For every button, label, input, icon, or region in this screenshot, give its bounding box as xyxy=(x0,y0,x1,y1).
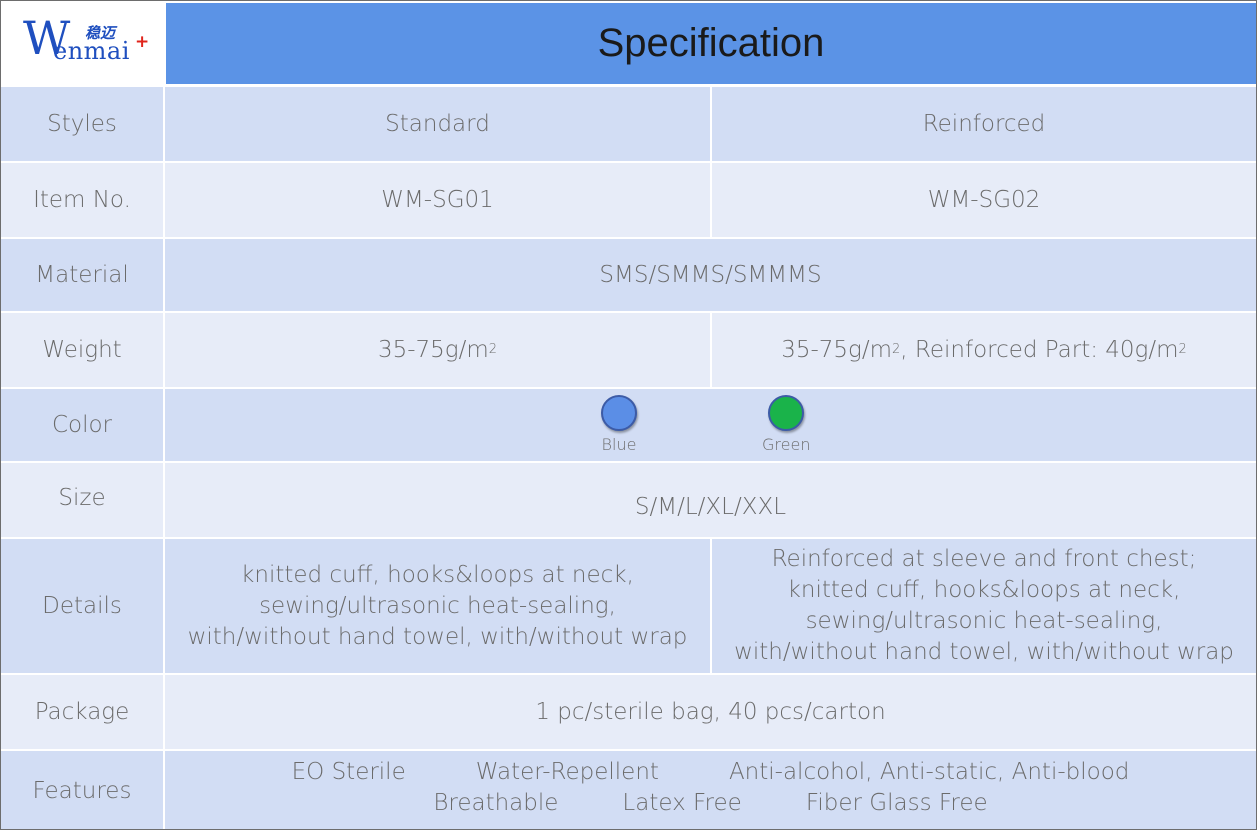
logo: W 稳迈 + enmai xyxy=(1,1,163,85)
size-value: S/M/L/XL/XXL xyxy=(165,463,1256,537)
swatch-blue: Blue xyxy=(601,395,637,453)
row-label: Details xyxy=(1,539,163,673)
row-color: Color Blue Green xyxy=(1,389,1256,461)
details-reinforced: Reinforced at sleeve and front chest; kn… xyxy=(712,539,1256,673)
feature-item: EO Sterile xyxy=(291,759,406,785)
features-value: EO Sterile Water-Repellent Anti-alcohol,… xyxy=(165,751,1256,829)
features-line-1: EO Sterile Water-Repellent Anti-alcohol,… xyxy=(165,757,1256,788)
row-label: Weight xyxy=(1,313,163,387)
weight-reinforced-text-a: 35-75g/m xyxy=(781,336,893,363)
styles-standard: Standard xyxy=(165,87,710,161)
swatch-label: Green xyxy=(762,435,811,454)
row-material: Material SMS/SMMS/SMMMS xyxy=(1,239,1256,311)
feature-item: Anti-alcohol, Anti-static, Anti-blood xyxy=(728,759,1130,785)
row-label: Material xyxy=(1,239,163,311)
details-line: with/without hand towel, with/without wr… xyxy=(734,639,1234,665)
material-value: SMS/SMMS/SMMMS xyxy=(165,239,1256,311)
row-styles: Styles Standard Reinforced xyxy=(1,87,1256,161)
logo-chinese-text: 稳迈 xyxy=(85,24,116,42)
package-value: 1 pc/sterile bag, 40 pcs/carton xyxy=(165,675,1256,749)
color-swatches: Blue Green xyxy=(165,389,1256,461)
blue-color-dot xyxy=(601,395,637,431)
details-line: sewing/ultrasonic heat-sealing, xyxy=(259,592,616,619)
row-size: Size S/M/L/XL/XXL xyxy=(1,463,1256,537)
row-label: Features xyxy=(1,751,163,829)
details-line: knitted cuff, hooks&loops at neck, xyxy=(241,561,634,588)
weight-standard-text: 35-75g/m xyxy=(377,336,489,363)
green-color-dot xyxy=(768,395,805,431)
details-line: Reinforced at sleeve and front chest; xyxy=(771,546,1197,572)
row-package: Package 1 pc/sterile bag, 40 pcs/carton xyxy=(1,675,1256,749)
row-label: Item No. xyxy=(1,163,163,237)
details-standard: knitted cuff, hooks&loops at neck, sewin… xyxy=(165,539,710,673)
logo-plus-icon: + xyxy=(135,32,150,52)
row-label: Styles xyxy=(1,87,163,161)
details-line: knitted cuff, hooks&loops at neck, xyxy=(787,577,1181,603)
swatch-label: Blue xyxy=(601,435,637,454)
row-details: Details knitted cuff, hooks&loops at nec… xyxy=(1,539,1256,673)
feature-item: Breathable xyxy=(433,790,559,816)
title-bar: Specification xyxy=(166,3,1256,84)
feature-item: Fiber Glass Free xyxy=(805,790,988,816)
logo-letter-w: W xyxy=(23,11,71,65)
item-no-reinforced: WM-SG02 xyxy=(712,163,1256,237)
features-line-2: Breathable Latex Free Fiber Glass Free xyxy=(165,788,1256,819)
weight-reinforced-text-b: , Reinforced Part: 40g/m xyxy=(900,336,1179,363)
logo-wordmark: enmai xyxy=(53,37,130,65)
swatch-green: Green xyxy=(762,395,810,453)
row-label: Package xyxy=(1,675,163,749)
feature-item: Water-Repellent xyxy=(475,759,659,785)
item-no-standard: WM-SG01 xyxy=(165,163,710,237)
row-features: Features EO Sterile Water-Repellent Anti… xyxy=(1,751,1256,829)
styles-reinforced: Reinforced xyxy=(712,87,1256,161)
feature-item: Latex Free xyxy=(622,790,742,816)
details-line: sewing/ultrasonic heat-sealing, xyxy=(805,608,1163,634)
row-item-no: Item No. WM-SG01 WM-SG02 xyxy=(1,163,1256,237)
row-label: Color xyxy=(1,389,163,461)
details-line: with/without hand towel, with/without wr… xyxy=(187,623,688,650)
page-title: Specification xyxy=(597,21,825,65)
row-label: Size xyxy=(1,463,163,537)
